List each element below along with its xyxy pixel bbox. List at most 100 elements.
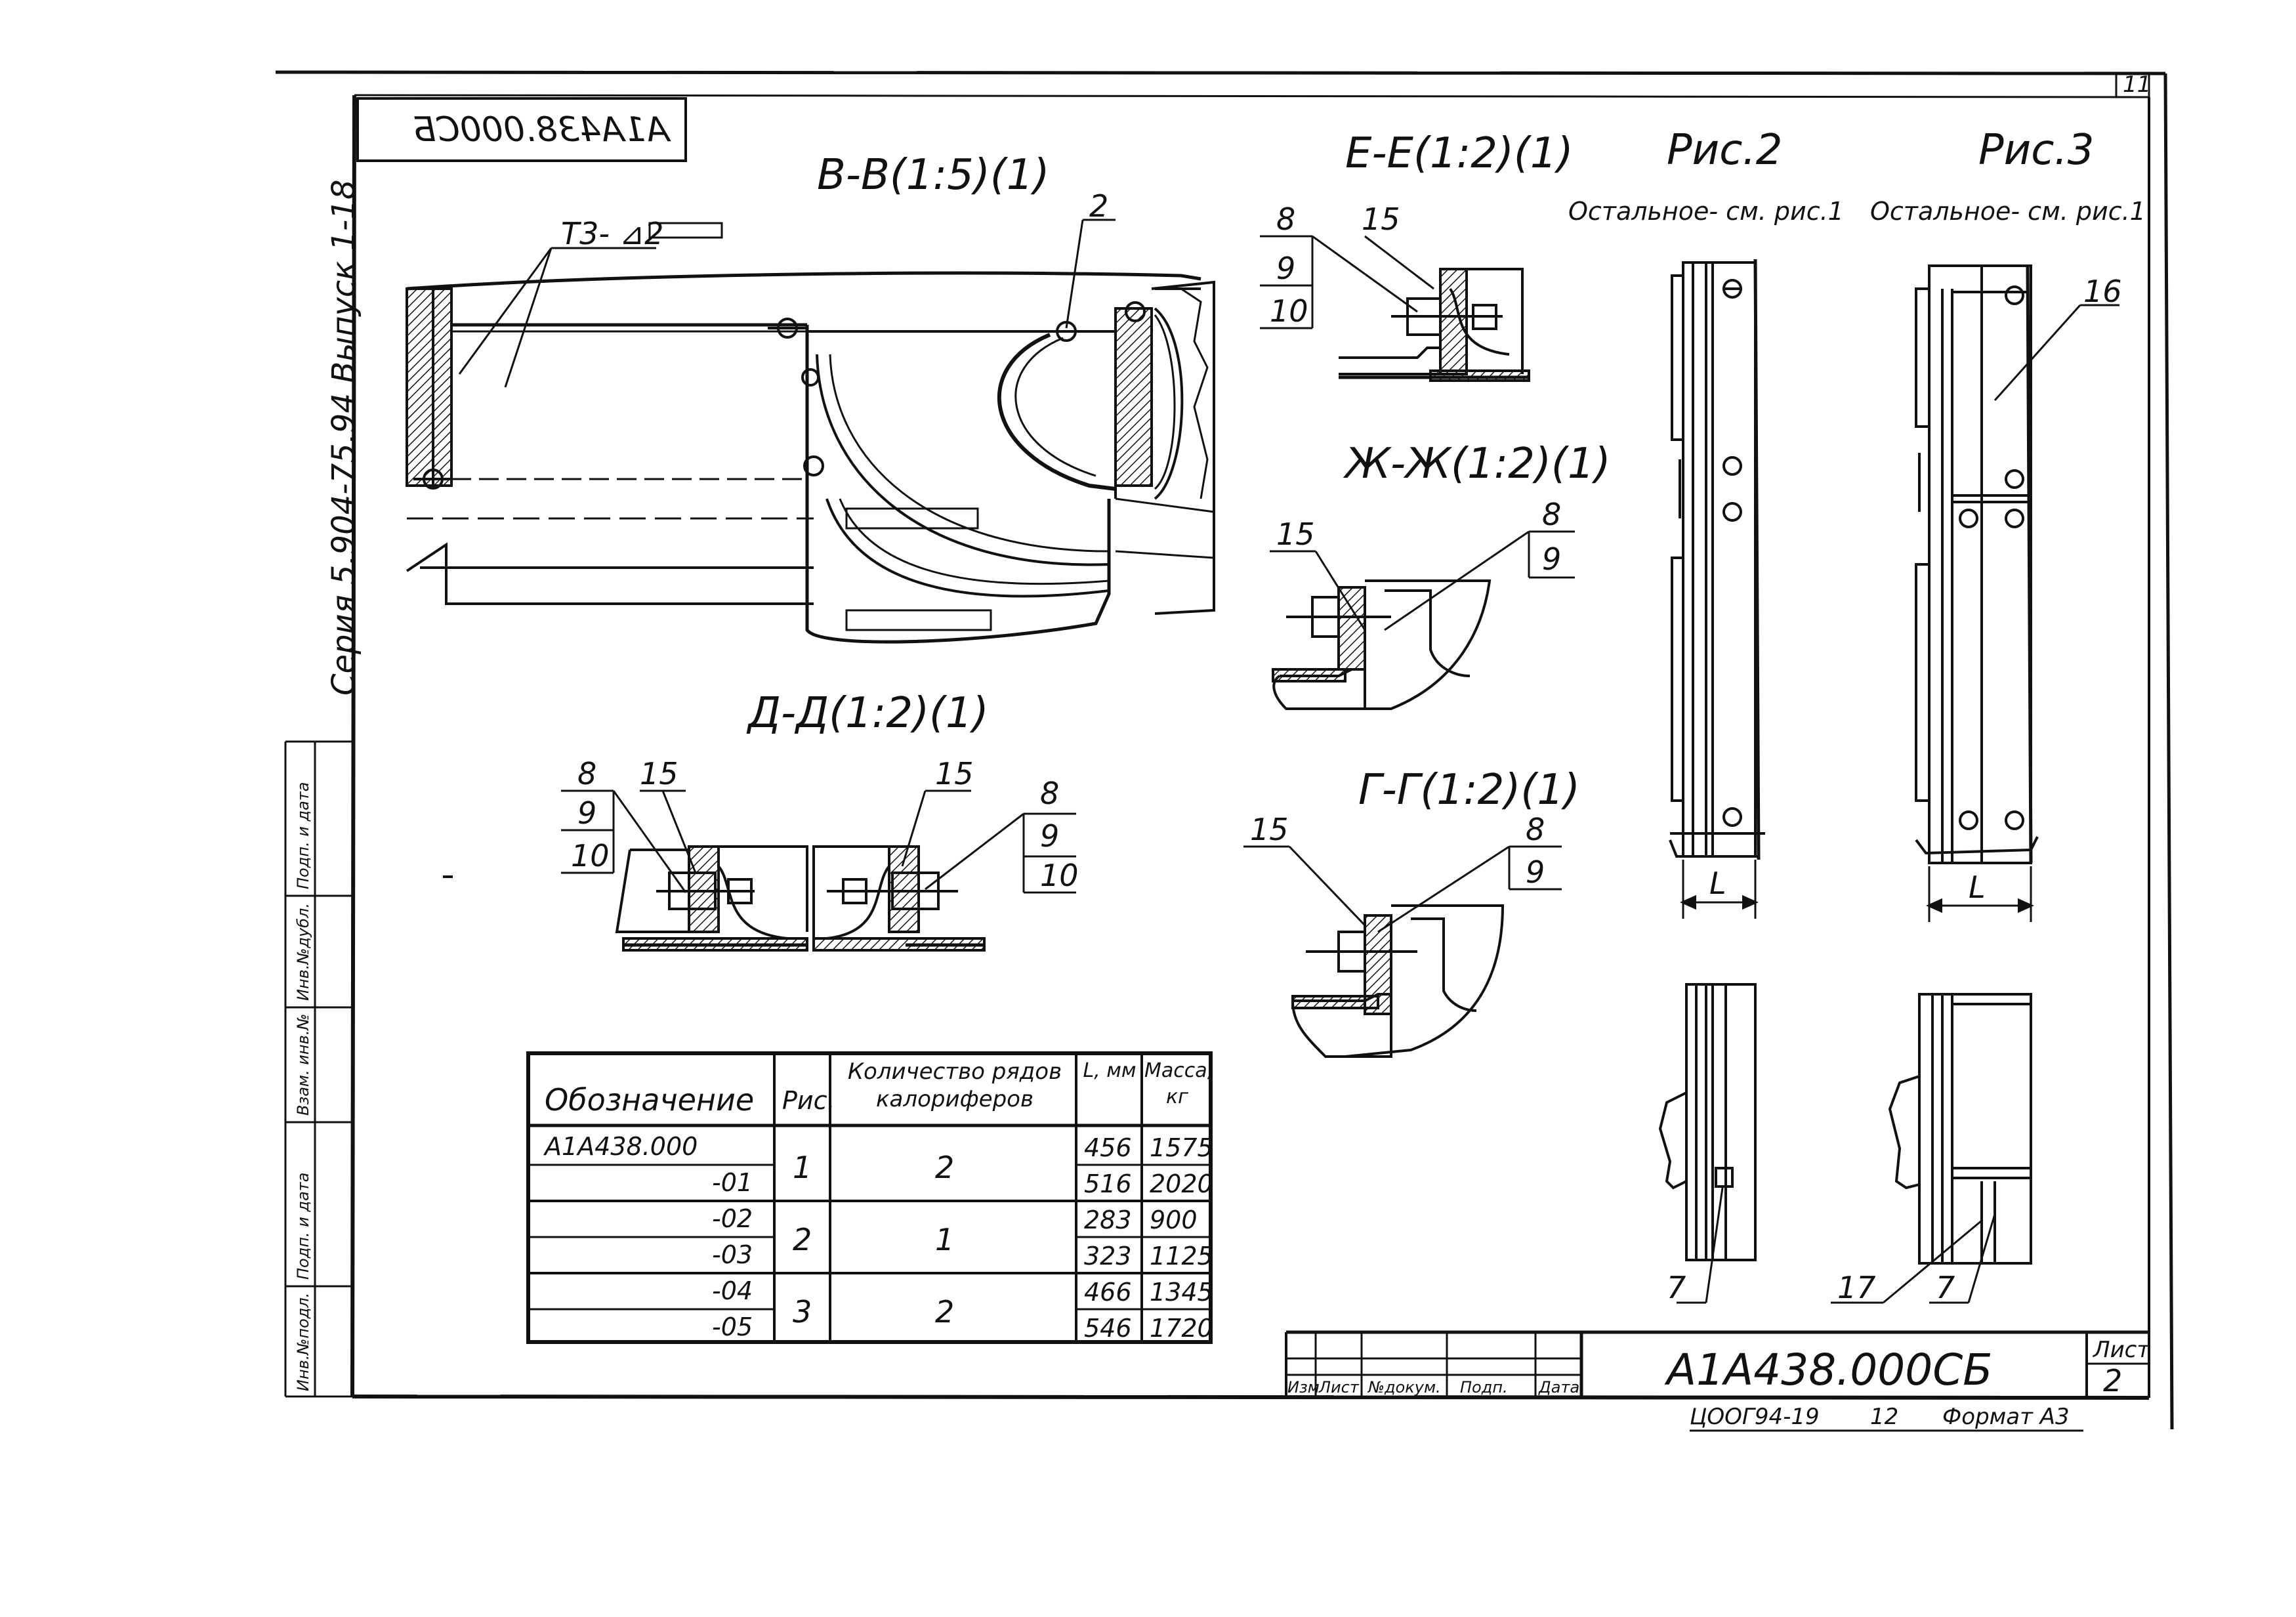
side-stamp-2: Подп. и дата <box>294 1173 312 1280</box>
stamp-col-date: Дата <box>1538 1378 1579 1396</box>
fig3-callout-17: 17 <box>1837 1270 1876 1305</box>
side-stamp <box>284 740 352 1398</box>
table-row-designation: -05 <box>712 1312 753 1341</box>
table-header-rows-count: Количество рядов калориферов <box>847 1059 1062 1112</box>
table-row-mass: 1575 <box>1150 1133 1213 1162</box>
sheet-frame <box>275 70 2174 1430</box>
dd-callout-r15: 15 <box>935 756 974 791</box>
section-gg-title: Г-Г(1:2)(1) <box>1358 766 1580 814</box>
table-group-fig: 2 <box>793 1222 812 1257</box>
table-row-length: 466 <box>1084 1278 1132 1307</box>
fig2-lower-detail <box>1658 983 1757 1304</box>
table-row-designation: -04 <box>712 1276 753 1305</box>
table-row-mass: 1345 <box>1150 1278 1213 1307</box>
dd-callout-8: 8 <box>577 756 596 791</box>
variants-table-grid <box>526 1051 1213 1344</box>
dd-callouts-right <box>901 789 1076 894</box>
fig2-dim-l: L <box>1709 866 1726 901</box>
section-ee-title: Е-Е(1:2)(1) <box>1345 129 1574 178</box>
footer-copy-number: 12 <box>1870 1404 1898 1430</box>
fig2-note: Остальное- см. рис.1 <box>1568 197 1844 226</box>
gg-callouts <box>1243 845 1562 933</box>
series-label: Серия 5.904-75.94 Выпуск 1-18 <box>325 180 362 696</box>
fig2-title: Рис.2 <box>1667 126 1782 175</box>
dd-callout-15: 15 <box>640 756 678 791</box>
title-block-code: А1А438.000СБ <box>1664 1345 1993 1395</box>
section-dd-drawing <box>615 845 986 952</box>
stamp-col-izm: Изм <box>1287 1378 1320 1396</box>
dd-callout-10: 10 <box>571 838 610 873</box>
fig3-drawing <box>1915 264 2119 922</box>
table-row-mass: 2020 <box>1150 1169 1213 1198</box>
mirrored-code: А1А438.000СБ <box>413 110 671 150</box>
fig3-title: Рис.3 <box>1978 126 2094 175</box>
table-group-fig: 1 <box>793 1150 812 1185</box>
zhzh-callout-8: 8 <box>1542 497 1561 532</box>
footer-copy-code: ЦООГ94-19 <box>1690 1404 1820 1430</box>
table-header-rows-count-box: Количество рядов калориферов <box>847 1059 1062 1112</box>
stamp-col-doc: №докум. <box>1367 1378 1441 1396</box>
title-block-grid <box>1285 1330 2149 1396</box>
zhzh-callout-9: 9 <box>1542 541 1561 577</box>
stamp-col-list: Лист <box>1318 1378 1360 1396</box>
table-header-mass: Масса, кг <box>1144 1059 1210 1108</box>
ee-callouts <box>1260 235 1434 329</box>
footer-format: Формат А3 <box>1942 1404 2070 1430</box>
section-zhzh-drawing <box>1272 579 1492 710</box>
fig2-drawing <box>1669 259 1765 919</box>
gg-callout-8: 8 <box>1526 812 1545 847</box>
table-group-rows-count: 1 <box>935 1222 954 1257</box>
dd-callouts-left <box>561 789 697 893</box>
table-rows: А1А438.000 -01 -02 -03 -04 -05 456 516 2… <box>543 1132 1213 1343</box>
dd-callout-r10: 10 <box>1040 858 1079 893</box>
side-stamp-1: Инв.№подл. <box>294 1293 312 1391</box>
table-group-rows-count: 2 <box>935 1150 954 1185</box>
table-header-length: L, мм <box>1083 1059 1137 1082</box>
table-row-length: 283 <box>1084 1206 1132 1234</box>
table-row-mass: 1125 <box>1150 1242 1213 1270</box>
table-row-designation: -01 <box>712 1168 753 1197</box>
table-group-rows-count: 2 <box>935 1294 954 1330</box>
table-header-mass-box: Масса, кг <box>1144 1059 1210 1108</box>
stamp-col-sign: Подп. <box>1460 1378 1508 1396</box>
table-row-designation: -02 <box>712 1204 753 1233</box>
table-row-length: 546 <box>1084 1314 1132 1343</box>
table-row-designation: -03 <box>712 1240 753 1269</box>
table-row-mass: 1720 <box>1150 1314 1213 1343</box>
mirrored-code-box: А1А438.000СБ <box>356 97 687 162</box>
table-group-fig: 3 <box>793 1294 812 1330</box>
ee-callout-15: 15 <box>1362 201 1400 237</box>
section-bb-drawing <box>406 219 1215 644</box>
gg-callout-15: 15 <box>1250 812 1289 847</box>
fig3-note: Остальное- см. рис.1 <box>1870 197 2146 226</box>
zhzh-callout-15: 15 <box>1276 516 1315 552</box>
table-row-length: 456 <box>1084 1133 1132 1162</box>
section-bb-title: В-В(1:5)(1) <box>817 151 1050 200</box>
sheet-number: 2 <box>2103 1363 2122 1398</box>
section-ee-drawing <box>1339 268 1530 382</box>
top-corner-number: 11 <box>2123 72 2151 98</box>
weld-symbol <box>648 222 723 239</box>
side-stamp-5: Подп. и дата <box>294 782 312 890</box>
fig3-dim-l: L <box>1969 870 1986 905</box>
dd-callout-9: 9 <box>577 795 596 831</box>
section-zhzh-title: Ж-Ж(1:2)(1) <box>1343 440 1611 488</box>
ee-callout-10: 10 <box>1270 293 1308 329</box>
weld-mark: Т3- ⊿2 <box>561 216 663 251</box>
table-row-length: 516 <box>1084 1169 1132 1198</box>
fig3-callout-7: 7 <box>1936 1270 1955 1305</box>
fig3-lower-detail <box>1831 993 2032 1304</box>
dd-callout-r9: 9 <box>1040 818 1059 854</box>
ee-callout-9: 9 <box>1276 251 1295 286</box>
side-stamp-4: Инв.№дубл. <box>294 903 312 1001</box>
section-dd-title: Д-Д(1:2)(1) <box>746 689 989 738</box>
table-header-length-box: L, мм <box>1083 1059 1137 1082</box>
ee-callout-8: 8 <box>1276 201 1295 237</box>
section-gg-drawing <box>1291 904 1505 1058</box>
table-row-length: 323 <box>1084 1242 1132 1270</box>
side-stamp-3: Взам. инв.№ <box>294 1014 312 1116</box>
fig2-callout-7: 7 <box>1667 1270 1686 1305</box>
table-header-fig: Рис. <box>782 1086 835 1115</box>
callout-bb-2: 2 <box>1089 188 1108 224</box>
